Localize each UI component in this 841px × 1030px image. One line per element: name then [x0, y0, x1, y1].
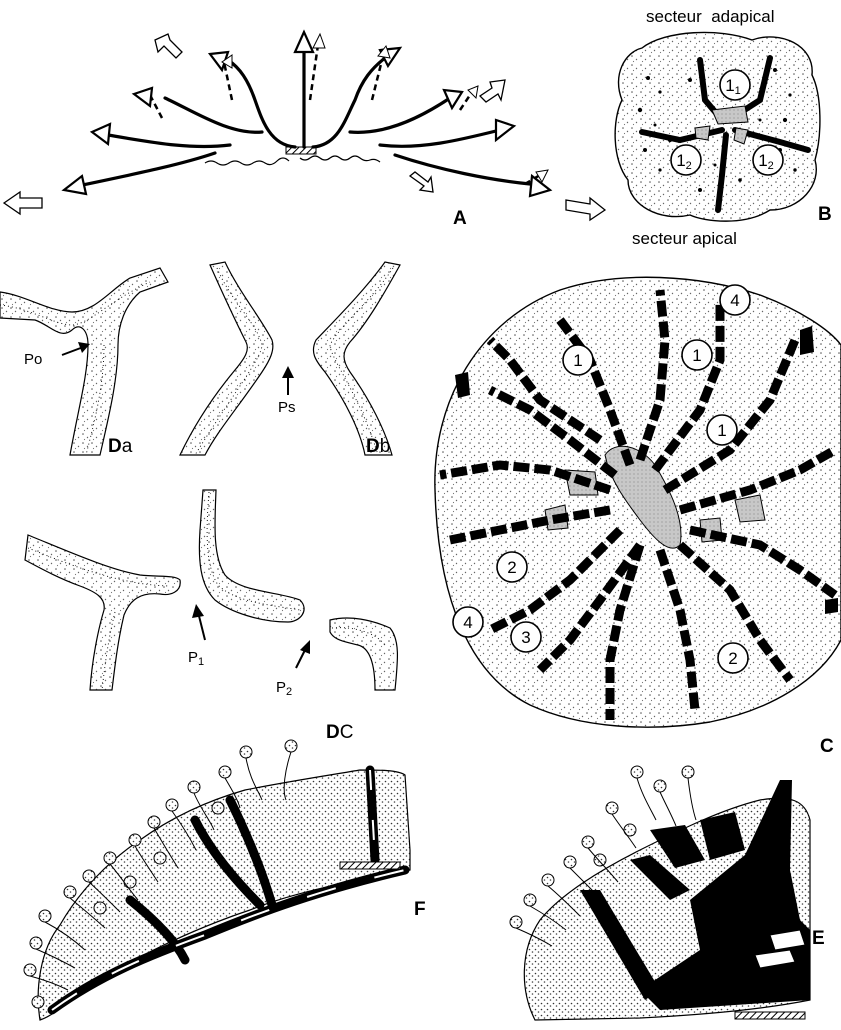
panel-dc-label: DC — [326, 722, 353, 743]
panel-c-radial-section: 4 1 1 1 2 4 3 2 C — [435, 277, 841, 757]
arrowhead-right-3 — [496, 120, 514, 140]
marker-1-1: 11 — [720, 70, 750, 100]
panel-b-label: B — [818, 204, 832, 225]
marker-1-2-left: 12 — [671, 145, 701, 175]
sector-adapical-label: secteur adapical — [646, 7, 775, 26]
block-arrow-top-right — [480, 80, 505, 102]
panel-a-hatched-base — [286, 147, 316, 154]
arrowhead-left-4 — [64, 176, 86, 194]
c-number-3: 3 — [511, 622, 541, 652]
branch-left-trunk — [228, 60, 295, 147]
svg-text:1: 1 — [692, 346, 701, 365]
branch-left-3 — [102, 134, 230, 147]
pointer-p1: P1 — [188, 649, 204, 668]
panel-f-label: F — [414, 899, 426, 920]
pointer-p2: P2 — [276, 679, 292, 698]
panel-db-drawing: Ps Db — [180, 262, 400, 457]
panel-d-pore-diagrams: Po Da Ps Db P1 P2 DC — [0, 262, 400, 743]
arrowhead-center — [295, 32, 313, 52]
arrowhead-left-2 — [134, 88, 152, 106]
branch-right-trunk — [313, 58, 385, 147]
panel-a-label: A — [453, 208, 467, 229]
c-number-4-left: 4 — [453, 607, 483, 637]
branch-left-4 — [78, 153, 215, 186]
pointer-po: Po — [24, 351, 42, 368]
c-number-1-top: 1 — [682, 340, 712, 370]
block-arrow-bottom — [410, 172, 433, 192]
panel-db-label: Db — [366, 436, 390, 457]
branch-right-2 — [350, 98, 450, 132]
svg-text:2: 2 — [507, 558, 516, 577]
pointer-ps: Ps — [278, 399, 296, 416]
c-number-2-left: 2 — [497, 552, 527, 582]
panel-da-drawing: Po Da — [0, 268, 168, 457]
c-number-2-right: 2 — [718, 643, 748, 673]
block-arrow-top-left — [155, 34, 182, 58]
panel-da-label: Da — [108, 436, 133, 457]
panel-a-baseline — [205, 156, 380, 165]
svg-text:4: 4 — [463, 613, 472, 632]
panel-e-fan-section: E — [510, 766, 825, 1020]
panel-b-cross-section: secteur adapical 11 1 — [615, 7, 832, 248]
panel-e-label: E — [812, 928, 825, 949]
branch-left-2 — [165, 98, 262, 132]
svg-text:1: 1 — [717, 421, 726, 440]
panel-a-branching-diagram: A — [4, 32, 605, 229]
branch-right-3 — [380, 130, 500, 146]
sector-apical-label: secteur apical — [632, 229, 737, 248]
marker-1-2-right: 12 — [753, 145, 783, 175]
block-arrow-right — [566, 198, 605, 220]
panel-c-label: C — [820, 736, 834, 757]
arrowhead-left-3 — [92, 124, 110, 144]
panel-dc-drawing: P1 P2 DC — [25, 490, 397, 743]
svg-text:2: 2 — [728, 649, 737, 668]
c-number-1-center: 1 — [707, 415, 737, 445]
svg-text:4: 4 — [730, 291, 739, 310]
block-arrow-left — [4, 192, 42, 214]
c-number-4-top: 4 — [720, 285, 750, 315]
c-number-1-left: 1 — [563, 345, 593, 375]
svg-text:1: 1 — [573, 351, 582, 370]
panel-f-fan-section: F — [24, 740, 426, 1020]
svg-text:3: 3 — [521, 628, 530, 647]
